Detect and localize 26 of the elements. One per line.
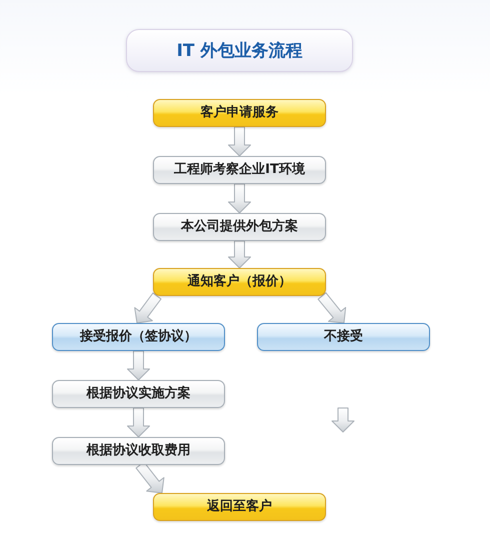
step-text: 接受报价（签协议） [80, 330, 197, 344]
process-box [153, 99, 326, 127]
arrow [127, 408, 150, 438]
arrow [134, 292, 162, 324]
arrow [318, 292, 346, 324]
step-text: 根据协议实施方案 [86, 386, 190, 402]
step-text: 不接受 [324, 330, 363, 344]
process-box [153, 213, 326, 241]
arrow [228, 184, 251, 214]
process-box [52, 437, 225, 465]
process-box [52, 323, 225, 351]
arrow [228, 240, 251, 268]
step-text: 本公司提供外包方案 [181, 220, 298, 234]
process-box [153, 268, 326, 296]
arrow [127, 350, 150, 380]
step-text: 客户申请服务 [200, 106, 278, 120]
process-box [52, 380, 225, 408]
step-text: 返回至客户 [207, 500, 272, 514]
process-box [257, 323, 430, 351]
process-box [153, 493, 326, 521]
step-text: 工程师考察企业IT环境 [174, 162, 305, 178]
step-text: 根据协议收取费用 [86, 444, 190, 458]
step-text: 通知客户（报价） [188, 274, 292, 290]
title: IT 外包业务流程 [176, 40, 302, 62]
arrow [228, 126, 251, 156]
process-box [153, 156, 326, 184]
